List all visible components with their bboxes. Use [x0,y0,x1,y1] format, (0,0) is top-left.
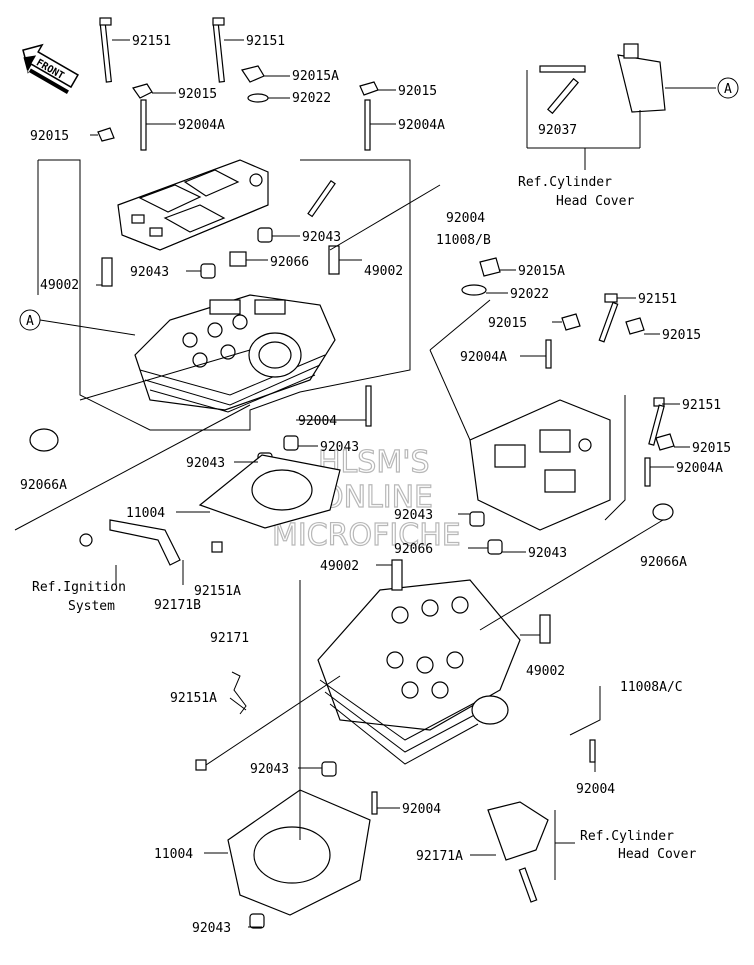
front-head-cover [117,159,269,251]
part-label: 92151A [194,584,241,599]
part-label: 92015A [518,264,565,279]
front-head-frame [37,159,411,431]
part-label: 92043 [394,508,433,523]
part-label: 92022 [510,287,549,302]
rear-head-gasket [227,789,371,916]
ignition-bracket [79,519,223,566]
part-label: 92022 [292,91,331,106]
part-label: 11004 [126,506,165,521]
rear-head-hardware [461,257,675,521]
watermark-line-2: ONLINE [320,480,433,515]
front-head-bolts [29,17,379,468]
part-label: 49002 [364,264,403,279]
callout-a-left-label: A [26,314,34,329]
leader-lines-right [429,269,690,521]
leader-lines-upper [14,39,441,531]
part-label: 92004A [178,118,225,133]
ref-cover-bottom-1: Ref.Cylinder [580,829,674,844]
rear-head-cover [469,399,611,531]
ref-cover-bottom-2: Head Cover [618,847,696,862]
callout-a-left: A [19,309,41,331]
part-label: 92151 [682,398,721,413]
part-label: 92043 [302,230,341,245]
ref-cover-top-2: Head Cover [556,194,634,209]
part-label: 92151 [132,34,171,49]
part-label: 92043 [130,265,169,280]
part-label: 92004 [576,782,615,797]
part-label: 92004A [398,118,445,133]
part-label: 92043 [186,456,225,471]
part-label: 92066A [640,555,687,570]
part-label: 92171B [154,598,201,613]
front-arrow-icon: FRONT [22,43,79,94]
callout-a-right-label: A [724,82,732,97]
part-label: 49002 [40,278,79,293]
part-label: 92004 [446,211,485,226]
part-label: 92066A [20,478,67,493]
part-label: 92015A [292,69,339,84]
rear-cylinder-head [317,579,521,765]
part-label: 92015 [662,328,701,343]
part-label: 92004 [298,414,337,429]
watermark-line-3: MICROFICHE [272,518,461,553]
part-label: 92151 [246,34,285,49]
part-label: 92004A [460,350,507,365]
leader-lines-lower [115,513,664,928]
part-label: 92015 [488,316,527,331]
part-label: 92043 [250,762,289,777]
ref-ignition-1: Ref.Ignition [32,580,126,595]
part-label: 92171 [210,631,249,646]
part-label: 92151A [170,691,217,706]
callout-a-right: A [717,77,739,99]
part-label: 92066 [394,542,433,557]
part-label: 92043 [192,921,231,936]
part-label: 92043 [320,440,359,455]
part-label: 92066 [270,255,309,270]
part-label: 92015 [692,441,731,456]
part-label: 49002 [526,664,565,679]
part-label: 92015 [178,87,217,102]
part-label: 92004A [676,461,723,476]
part-label: 92037 [538,123,577,138]
part-label: 49002 [320,559,359,574]
front-head-gasket [198,454,341,529]
ref-cover-top-1: Ref.Cylinder [518,175,612,190]
ref-ignition-2: System [68,599,115,614]
part-label: 92171A [416,849,463,864]
part-label: 92015 [30,129,69,144]
front-cylinder-head [134,294,336,413]
breather-assembly [526,43,716,170]
part-label: 11008/B [436,233,491,248]
part-label: 92043 [528,546,567,561]
part-label: 92015 [398,84,437,99]
part-label: 11008A/C [620,680,683,695]
part-label: 92004 [402,802,441,817]
part-label: 92151 [638,292,677,307]
part-label: 11004 [154,847,193,862]
